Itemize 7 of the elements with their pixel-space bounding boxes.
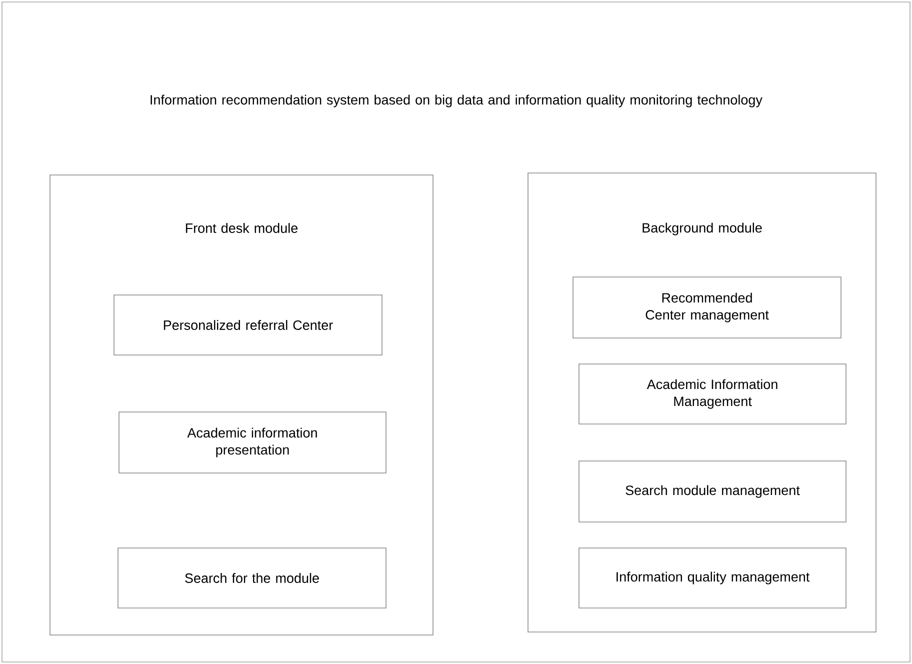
module-box: Information quality management [578,548,846,608]
module-box: Academic Information Management [578,364,846,424]
module-box: Academic information presentation [118,412,386,474]
module-box: Search for the module [118,548,386,608]
module-box: Personalized referral Center [114,294,382,356]
module-box: Search module management [578,460,846,522]
module-box: Recommended Center management [572,276,842,338]
